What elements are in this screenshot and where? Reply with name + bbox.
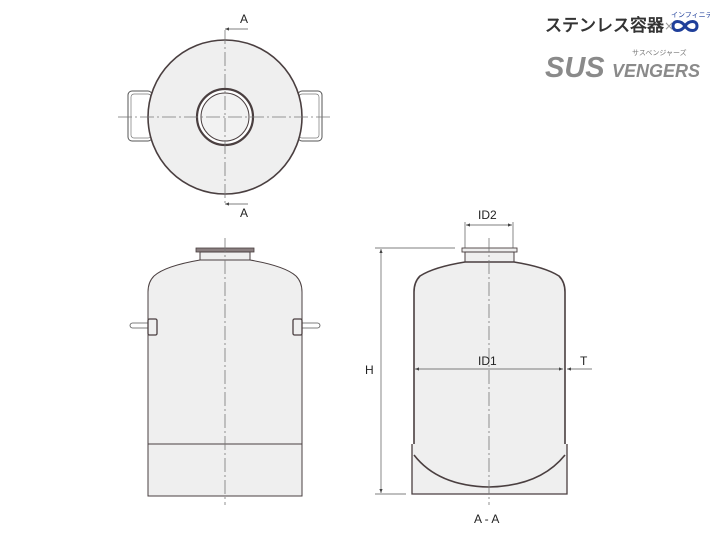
- logo-brand-ruby: サスベンジャーズ: [632, 48, 687, 57]
- dim-id1-label: ID1: [478, 354, 497, 368]
- section-view: ID2 H ID1 T A - A: [365, 208, 592, 526]
- front-view: [129, 238, 321, 505]
- logo-product-line: ステンレス容器: [545, 15, 665, 36]
- front-right-grip: [292, 318, 321, 336]
- infinity-icon: [671, 20, 699, 32]
- front-left-grip: [129, 318, 158, 336]
- top-view: A A: [118, 12, 330, 220]
- brand-logo: ステンレス容器 × インフィニティ SUS VENGERS サスベンジャーズ: [545, 11, 710, 84]
- section-view-label: A - A: [474, 512, 499, 526]
- section-mark-top: A: [240, 12, 248, 26]
- dim-id2-label: ID2: [478, 208, 497, 222]
- logo-infinity-ruby: インフィニティ: [671, 11, 710, 19]
- logo-brand-suffix: VENGERS: [612, 61, 700, 81]
- section-mark-bottom: A: [240, 206, 248, 220]
- logo-brand: SUS: [545, 52, 605, 84]
- logo-times: ×: [664, 19, 674, 33]
- dim-t-label: T: [580, 354, 588, 368]
- dim-h-label: H: [365, 363, 374, 377]
